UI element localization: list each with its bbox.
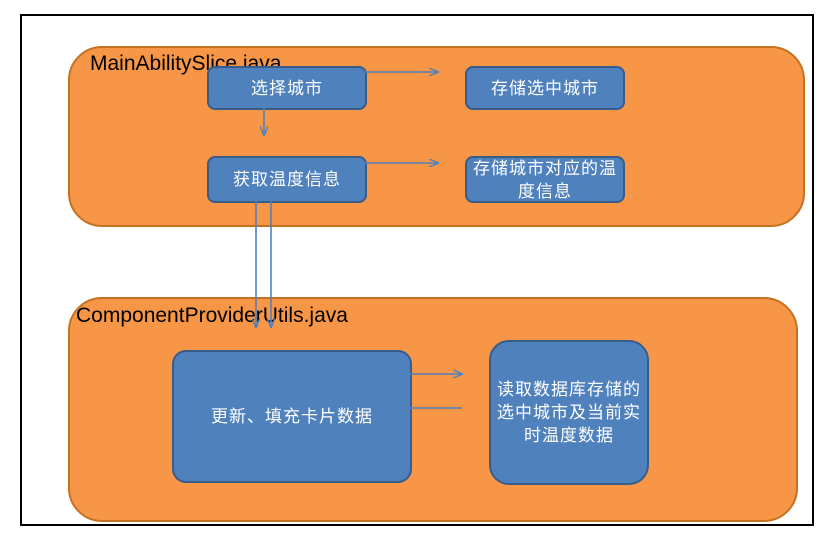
node-update-fill-card-data[interactable]: 更新、填充卡片数据 bbox=[172, 350, 412, 483]
node-select-city[interactable]: 选择城市 bbox=[207, 66, 367, 110]
panel-main-ability-slice bbox=[68, 46, 805, 227]
diagram-frame: MainAbilitySlice.java 选择城市 存储选中城市 获取温度信息… bbox=[20, 14, 814, 526]
node-store-city[interactable]: 存储选中城市 bbox=[465, 66, 625, 110]
panel-title-component-provider-utils: ComponentProviderUtils.java bbox=[76, 304, 348, 327]
node-store-city-temperature-info[interactable]: 存储城市对应的温度信息 bbox=[465, 156, 625, 203]
node-get-temperature-info[interactable]: 获取温度信息 bbox=[207, 156, 367, 203]
node-read-database-data[interactable]: 读取数据库存储的选中城市及当前实时温度数据 bbox=[489, 340, 649, 485]
